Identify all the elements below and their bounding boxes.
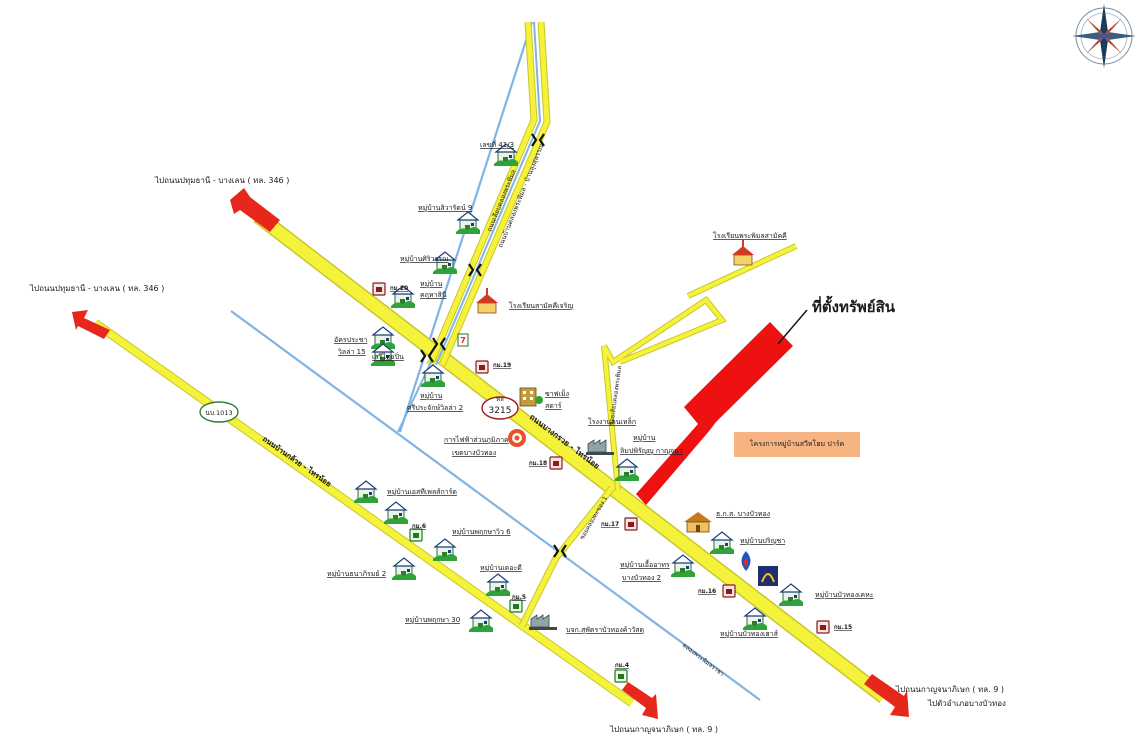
village-house-icon [455, 211, 481, 235]
canal-lines [230, 21, 761, 701]
route-number: 3215 [489, 406, 512, 416]
place-village-11: หมู่บ้านปริญชา [740, 537, 785, 545]
gas-station-icon [624, 517, 638, 531]
svg-text:7: 7 [460, 336, 466, 345]
village-house-icon [383, 501, 409, 525]
property-shape [636, 309, 808, 505]
village-house-icon [468, 609, 494, 633]
place-village-13: หมู่บ้านบัวทองเคหะ [815, 591, 874, 599]
factory-icon [528, 614, 558, 631]
road-north [426, 21, 551, 367]
dest-s-bottom: ไปถนนกาญจนาภิเษก ( ทล. 9 ) [609, 725, 718, 734]
place-village-8: หมู่บ้านธนาภิรมย์ 2 [327, 570, 386, 578]
place-power-a: การไฟฟ้าส่วนภูมิภาค [444, 435, 509, 444]
road-lower [92, 319, 635, 707]
place-village-10: หมู่บ้านพฤกษา 30 [405, 616, 460, 624]
red-arrow-icon [72, 188, 909, 719]
place-moo-5: กม.5 [512, 594, 526, 601]
place-company: บจก.สุพัตราบัวทองค้าวัสดุ [566, 626, 644, 634]
temple-icon [731, 239, 755, 266]
gas-station-icon [372, 282, 386, 296]
road-label-diagonal: ถนนบ้านกล้วย - ไทรน้อย [261, 433, 334, 488]
road-soi-north [601, 243, 798, 491]
road-soi-south [518, 485, 615, 628]
route-badge-3215: ทล 3215 [481, 396, 519, 420]
gas-station-icon [409, 528, 423, 542]
place-village-5b: ลิมปพิรัญญ กาญจนา [620, 447, 683, 455]
road-main [253, 210, 889, 703]
place-sereethai: เสรีไทยปิ่น [372, 352, 404, 361]
gas-station-icon [509, 599, 523, 613]
place-chareon-b: วิลล่า 15 [338, 348, 366, 356]
place-chareon-a: อัครประชา [334, 336, 367, 344]
power-office-icon [508, 429, 526, 447]
place-village-4a: หมู่บ้าน [420, 392, 443, 400]
bank-icon [758, 566, 778, 586]
compass-rose-icon [1072, 4, 1136, 68]
gas-station-icon [614, 669, 628, 683]
road-badge-1013: นบ.1013 [199, 401, 239, 423]
gas-station-icon [722, 584, 736, 598]
place-moo-16: กม.16 [698, 588, 716, 595]
place-school-2: โรงเรียนสามัคคีเจริญ [509, 301, 573, 310]
place-moo-20: กม.20 [390, 285, 408, 292]
dest-se-line2: ไปตัวอำเภอบางบัวทอง [927, 699, 1006, 708]
place-village-5a: หมู่บ้าน [633, 434, 656, 442]
place-market-b: สตาร์ [545, 402, 562, 410]
icons-layer: 7 [353, 143, 830, 683]
market-icon [519, 387, 543, 407]
place-village-7: หมู่บ้านพฤกษาวิว 6 [452, 528, 511, 536]
dest-nw-lower: ไปถนนปทุมธานี - บางเลน ( ทล. 346 ) [29, 284, 164, 293]
gas-station-icon [741, 551, 751, 571]
village-house-icon [709, 531, 735, 555]
place-bank: ธ.ก.ส. บางบัวทอง [716, 510, 770, 518]
place-factory: โรงงานคนเหล็ก [588, 417, 636, 426]
place-market-a: ซาฟเม็ง [545, 389, 569, 398]
road-label-soi: ซอยคลองตะของ 1 [579, 495, 610, 541]
place-village-3b: คฤหาสินี [420, 291, 447, 299]
road-number: นบ.1013 [205, 409, 232, 417]
factory-icon [585, 439, 615, 456]
village-house-icon [614, 458, 640, 482]
project-box: โครงการหมู่บ้านสวีทโฮม ปาร์ค [734, 432, 860, 457]
place-village-14: หมู่บ้านบัวทองเฮาส์ [720, 630, 779, 638]
village-house-icon [432, 538, 458, 562]
place-moo-19: กม.19 [493, 362, 511, 369]
711-icon: 7 [457, 333, 469, 347]
place-village-4b: ศรีประจักษ์วิลล่า 2 [407, 404, 463, 412]
village-house-icon [778, 583, 804, 607]
place-moo-18: กม.18 [529, 460, 547, 467]
place-power-b: เขตบางบัวทอง [452, 449, 496, 457]
dest-se-line1: ไปถนนกาญจนาภิเษก ( ทล. 9 ) [895, 685, 1004, 694]
gas-station-icon [816, 620, 830, 634]
dest-nw-upper: ไปถนนปทุมธานี - บางเลน ( ทล. 346 ) [154, 176, 289, 185]
place-moo-6: กม.6 [412, 523, 426, 530]
svg-text:ทล: ทล [496, 396, 504, 403]
property-title: ที่ตั้งทรัพย์สิน [812, 295, 896, 316]
place-village-9: หมู่บ้านเดอะดี [480, 564, 522, 572]
place-village-2: หมู่บ้านศิริวรรณ [400, 255, 449, 263]
bank-icon [684, 512, 712, 533]
village-house-icon [485, 573, 511, 597]
place-village-1: หมู่บ้านสิวารัตน์ 9 [418, 204, 472, 212]
place-home-415: เลขที่ 41/3 [480, 140, 514, 149]
place-moo-17: กม.17 [601, 521, 619, 528]
place-village-12b: บางบัวทอง 2 [622, 574, 661, 582]
gas-station-icon [475, 360, 489, 374]
school-icon [475, 287, 499, 314]
place-moo-15: กม.15 [834, 624, 852, 631]
road-label-canal: คลองพระพิมลราชา [681, 642, 725, 678]
village-house-icon [420, 364, 446, 388]
place-village-12a: หมู่บ้านเอื้ออาทร [620, 558, 670, 569]
place-moo-4: กม.4 [615, 662, 629, 669]
village-house-icon [391, 557, 417, 581]
place-village-6: หมู่บ้านเอสทีเพลส์การ์ด [387, 488, 457, 496]
place-village-3a: หมู่บ้าน [420, 280, 443, 288]
place-school-1: โรงเรียนพระพิมลสามัคคี [713, 231, 787, 240]
gas-station-icon [549, 456, 563, 470]
village-house-icon [353, 480, 379, 504]
